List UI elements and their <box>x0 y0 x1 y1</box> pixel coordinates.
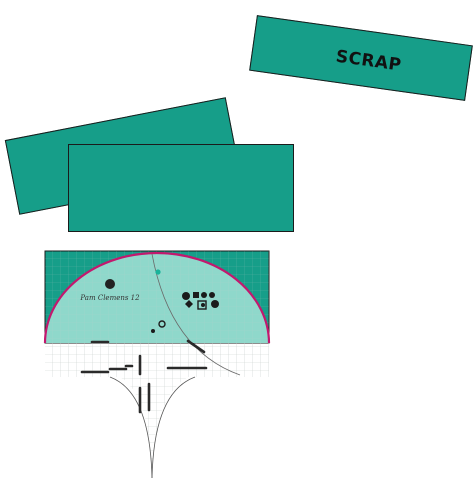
magenta-arc <box>43 251 271 344</box>
ruler-brand-text: Pam Clemens 12 <box>79 294 140 302</box>
ruler-curve-right <box>151 376 196 479</box>
fabric-strip-front[interactable] <box>68 144 294 232</box>
ruler-markings <box>80 339 208 414</box>
ruler-hole-small <box>158 320 166 328</box>
alignment-dot <box>155 269 161 275</box>
shape-icons <box>182 292 219 310</box>
ruler-hole-dot <box>151 329 155 333</box>
brand-logo-icon <box>105 279 115 289</box>
ruler-grid <box>45 251 269 478</box>
guide-arc <box>151 253 241 376</box>
